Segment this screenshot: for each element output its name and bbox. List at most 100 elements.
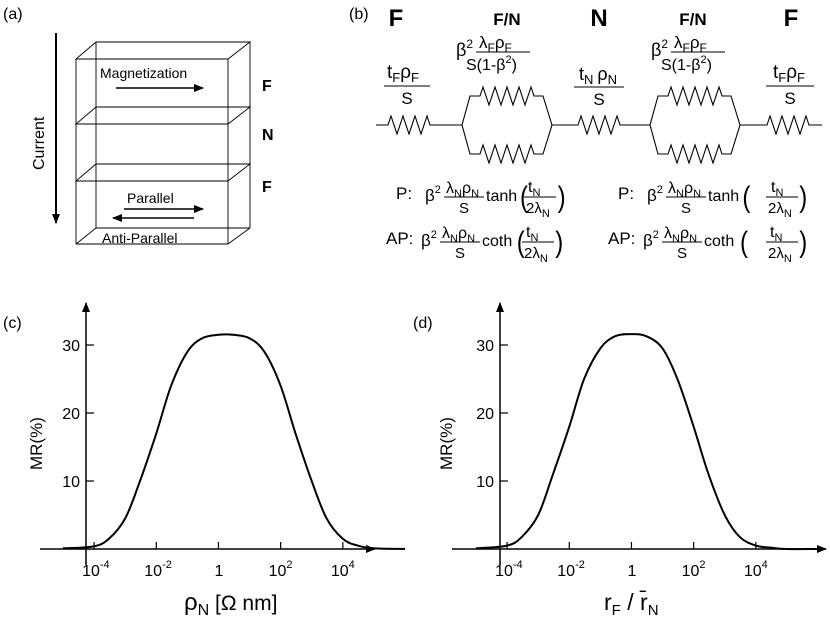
chart-c-xtick-label: 104 (331, 559, 355, 580)
parallel-label: Parallel (127, 190, 174, 206)
current-label: Current (31, 116, 48, 170)
svg-text:S: S (459, 200, 469, 217)
magnetization-label: Magnetization (100, 65, 187, 81)
svg-text:AP:: AP: (608, 229, 635, 248)
svg-text:2λN: 2λN (524, 245, 548, 265)
svg-text:tFρF: tFρF (773, 62, 805, 85)
layer-label-f-top: F (262, 78, 272, 95)
panel-a: (a) Current Magnetization Parallel (3, 6, 274, 246)
svg-text:λNρN: λNρN (446, 180, 479, 200)
chart-d-ytick-label: 10 (476, 474, 494, 491)
header-fn-left: F/N (493, 10, 520, 29)
header-f-left: F (389, 5, 404, 32)
svg-text:2λN: 2λN (768, 200, 792, 220)
chart-c-xtick-label: 10-2 (144, 559, 172, 580)
svg-text:(: ( (517, 224, 525, 258)
res-f-left-formula: tFρF S (384, 62, 430, 108)
res-f-right-formula: tFρF S (766, 62, 814, 108)
chart-c-ytick-label: 20 (62, 406, 80, 423)
layer-label-n: N (262, 127, 274, 144)
svg-text:λFρF: λFρF (674, 33, 707, 55)
panel-c-label: (c) (3, 315, 22, 332)
svg-text:S: S (401, 89, 412, 108)
svg-text:tFρF: tFρF (387, 62, 419, 85)
svg-text:S(1-β2): S(1-β2) (661, 54, 712, 74)
svg-text:λFρF: λFρF (479, 33, 512, 55)
chart-c-xticks: 10-4 10-2 1 102 104 (82, 542, 355, 580)
chart-d-ytick-label: 30 (476, 338, 494, 355)
svg-text:(: ( (520, 179, 528, 213)
svg-text:β2: β2 (421, 229, 437, 250)
svg-text:S: S (455, 245, 465, 262)
svg-text:λNρN: λNρN (664, 225, 697, 245)
svg-text:tN: tN (771, 179, 783, 199)
chart-d-ylabel: MR(%) (437, 417, 456, 470)
chart-c-xlabel: ρN [Ω nm] (184, 589, 277, 617)
svg-text:): ) (799, 224, 807, 258)
panel-c: (c) 10 20 30 10-4 10-2 1 102 104 MR(%) ρN [Ω n… (3, 302, 406, 617)
svg-text:S: S (681, 200, 691, 217)
panel-d-label: (d) (413, 315, 433, 332)
chart-d-xtick-label: 104 (744, 559, 768, 580)
chart-c-ytick-label: 10 (62, 474, 80, 491)
chart-c-ytick-label: 30 (62, 338, 80, 355)
svg-text:): ) (558, 179, 566, 213)
chart-c-xtick-label: 1 (214, 563, 223, 580)
svg-text:β2: β2 (647, 184, 663, 205)
ap-expression-left: AP: β2 λNρN S coth ( tN 2λN ) (386, 224, 563, 265)
chart-d-xticks: 10-4 10-2 1 102 104 (495, 542, 768, 580)
svg-text:coth: coth (482, 233, 512, 250)
svg-text:β2: β2 (456, 37, 473, 60)
svg-text:): ) (555, 224, 563, 258)
svg-text:tN: tN (526, 224, 538, 244)
svg-text:S: S (593, 90, 604, 109)
svg-text:β2: β2 (643, 229, 659, 250)
svg-text:P:: P: (618, 184, 634, 203)
panel-b-label: (b) (349, 6, 369, 23)
chart-d-xtick-label: 102 (682, 559, 706, 580)
svg-text:2λN: 2λN (768, 245, 792, 265)
p-expression-right: P: β2 λNρN S tanh ( tN 2λN ) (618, 179, 807, 220)
chart-d-xlabel: rF / r̄N (604, 589, 659, 617)
chart-c-ylabel: MR(%) (27, 417, 46, 470)
chart-d-xtick-label: 10-4 (495, 559, 523, 580)
chart-d-ytick-label: 20 (476, 406, 494, 423)
svg-text:β2: β2 (425, 184, 441, 205)
svg-text:tN: tN (770, 224, 782, 244)
header-fn-right: F/N (679, 10, 706, 29)
svg-text:AP:: AP: (386, 229, 413, 248)
chart-d-xtick-label: 10-2 (557, 559, 585, 580)
header-n: N (590, 5, 607, 32)
svg-text:coth: coth (704, 233, 734, 250)
chart-c-xtick-label: 102 (269, 559, 293, 580)
svg-text:λNρN: λNρN (442, 225, 475, 245)
chart-d-xtick-label: 1 (627, 563, 636, 580)
svg-text:(: ( (742, 179, 750, 213)
svg-text:S: S (784, 89, 795, 108)
svg-text:tN: tN (528, 179, 540, 199)
svg-text:2λN: 2λN (526, 200, 550, 220)
svg-text:β2: β2 (651, 37, 668, 60)
panel-a-label: (a) (3, 6, 23, 23)
layer-stack (74, 41, 252, 245)
chart-c-series-line (62, 333, 406, 550)
chart-d-series-line (475, 333, 819, 551)
svg-text:tanh: tanh (486, 188, 517, 205)
antiparallel-label: Anti-Parallel (102, 230, 177, 246)
svg-text:S(1-β2): S(1-β2) (466, 54, 517, 74)
layer-label-f-bottom: F (262, 179, 272, 196)
interface-formula-left: β2 λFρF S(1-β2) (456, 33, 530, 74)
chart-d-yticks: 10 20 30 (476, 338, 508, 491)
p-expression-left: P: β2 λNρN S tanh ( tN 2λN ) (396, 179, 566, 220)
ap-expression-right: AP: β2 λNρN S coth ( tN 2λN ) (608, 224, 807, 265)
svg-text:(: ( (740, 224, 748, 258)
svg-text:P:: P: (396, 184, 412, 203)
header-f-right: F (784, 5, 799, 32)
panel-d: (d) 10 20 30 10-4 10-2 1 102 104 MR(%) rF / r̄… (413, 302, 827, 617)
resistor-network (376, 85, 822, 165)
chart-c-xtick-label: 10-4 (82, 559, 110, 580)
interface-formula-right: β2 λFρF S(1-β2) (651, 33, 725, 74)
